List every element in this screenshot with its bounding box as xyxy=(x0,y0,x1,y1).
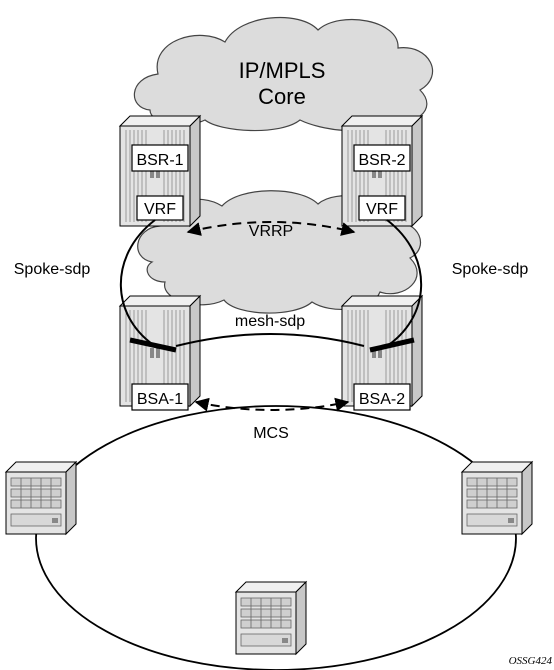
spoke-sdp-left-label: Spoke-sdp xyxy=(14,261,91,278)
access-switch-left xyxy=(5,461,77,535)
bsa-1-label: BSA-1 xyxy=(137,391,183,408)
bsr-1-label: BSR-1 xyxy=(136,152,183,169)
vrf-1-box xyxy=(136,195,184,221)
bsa-1-label-box xyxy=(131,383,189,411)
bsr-2-label-box xyxy=(353,144,411,172)
bsr-2-label: BSR-2 xyxy=(358,152,405,169)
bsa-2-sap-bar xyxy=(369,337,415,353)
mesh-sdp-link xyxy=(175,333,365,347)
access-switch-right xyxy=(461,461,533,535)
vrrp-label: VRRP xyxy=(249,223,293,240)
figure-caption: OSSG424 xyxy=(509,655,553,667)
vrrp-link xyxy=(186,221,356,236)
cloud-title-line1: IP/MPLS xyxy=(239,58,326,83)
spoke-sdp-left xyxy=(119,219,159,349)
bsa-1-sap-bar xyxy=(129,337,177,353)
bsa-2-label: BSA-2 xyxy=(359,391,405,408)
core-cloud xyxy=(133,17,433,132)
access-switch-bottom xyxy=(235,581,307,655)
bsa-2-label-box xyxy=(353,383,411,411)
vrf-1-label: VRF xyxy=(144,201,176,218)
vrf-2-label: VRF xyxy=(366,201,398,218)
bsr-1-label-box xyxy=(131,144,189,172)
vrf-2-box xyxy=(358,195,406,221)
cloud-title-line2: Core xyxy=(258,84,306,109)
spoke-left-label-bg xyxy=(2,258,102,280)
spoke-sdp-right-label: Spoke-sdp xyxy=(452,261,529,278)
spoke-sdp-right xyxy=(383,219,423,349)
mcs-label: MCS xyxy=(253,425,289,442)
mesh-sdp-label: mesh-sdp xyxy=(235,313,305,330)
mcs-link xyxy=(194,397,350,412)
